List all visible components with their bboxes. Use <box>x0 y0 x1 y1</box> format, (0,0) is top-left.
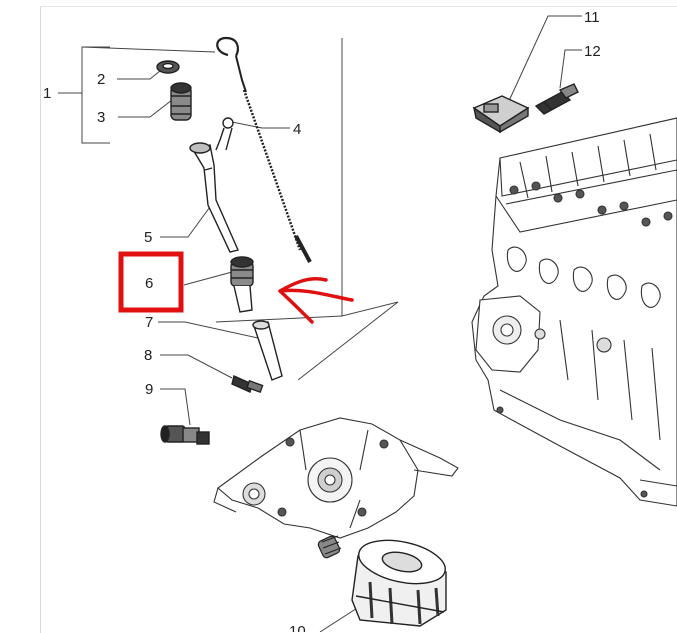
tube-bushing-part-7 <box>252 320 283 381</box>
callout-3: 3 <box>97 109 105 126</box>
relief-spring <box>317 535 342 559</box>
highlight-box-part-6 <box>118 251 184 313</box>
highlight-annotation <box>118 251 354 324</box>
grommet <box>170 82 192 121</box>
dipstick-assembly <box>156 36 312 445</box>
callout-2: 2 <box>97 71 105 88</box>
callout-1: 1 <box>43 85 51 102</box>
red-arrow-pointer <box>278 277 354 324</box>
callout-7: 7 <box>145 314 153 331</box>
tube-clip <box>215 117 234 151</box>
callout-labels: 1 2 3 4 5 6 7 8 9 10 11 12 <box>43 9 601 632</box>
callout-11: 11 <box>584 9 600 26</box>
oil-pressure-switch-part-9 <box>160 425 210 445</box>
bracket-part-11 <box>472 95 530 134</box>
callout-5: 5 <box>144 229 152 246</box>
dipstick-handle <box>216 36 239 57</box>
callout-4: 4 <box>293 121 301 138</box>
callout-10: 10 <box>289 623 306 632</box>
callout-12: 12 <box>584 43 601 60</box>
engine-block <box>471 117 677 507</box>
tube-seal-part-6 <box>230 256 254 313</box>
oil-filter-part-10 <box>351 539 447 627</box>
sensor-part-12 <box>534 83 579 115</box>
callout-9: 9 <box>145 381 153 398</box>
callout-8: 8 <box>144 347 152 364</box>
callout-6: 6 <box>145 275 153 292</box>
dipstick-rod <box>242 89 302 251</box>
bolt-part-8 <box>231 375 264 394</box>
sensor-parts-11-12 <box>472 83 579 134</box>
dipstick-guide-tube <box>189 142 239 253</box>
oil-pump-housing <box>213 417 459 539</box>
